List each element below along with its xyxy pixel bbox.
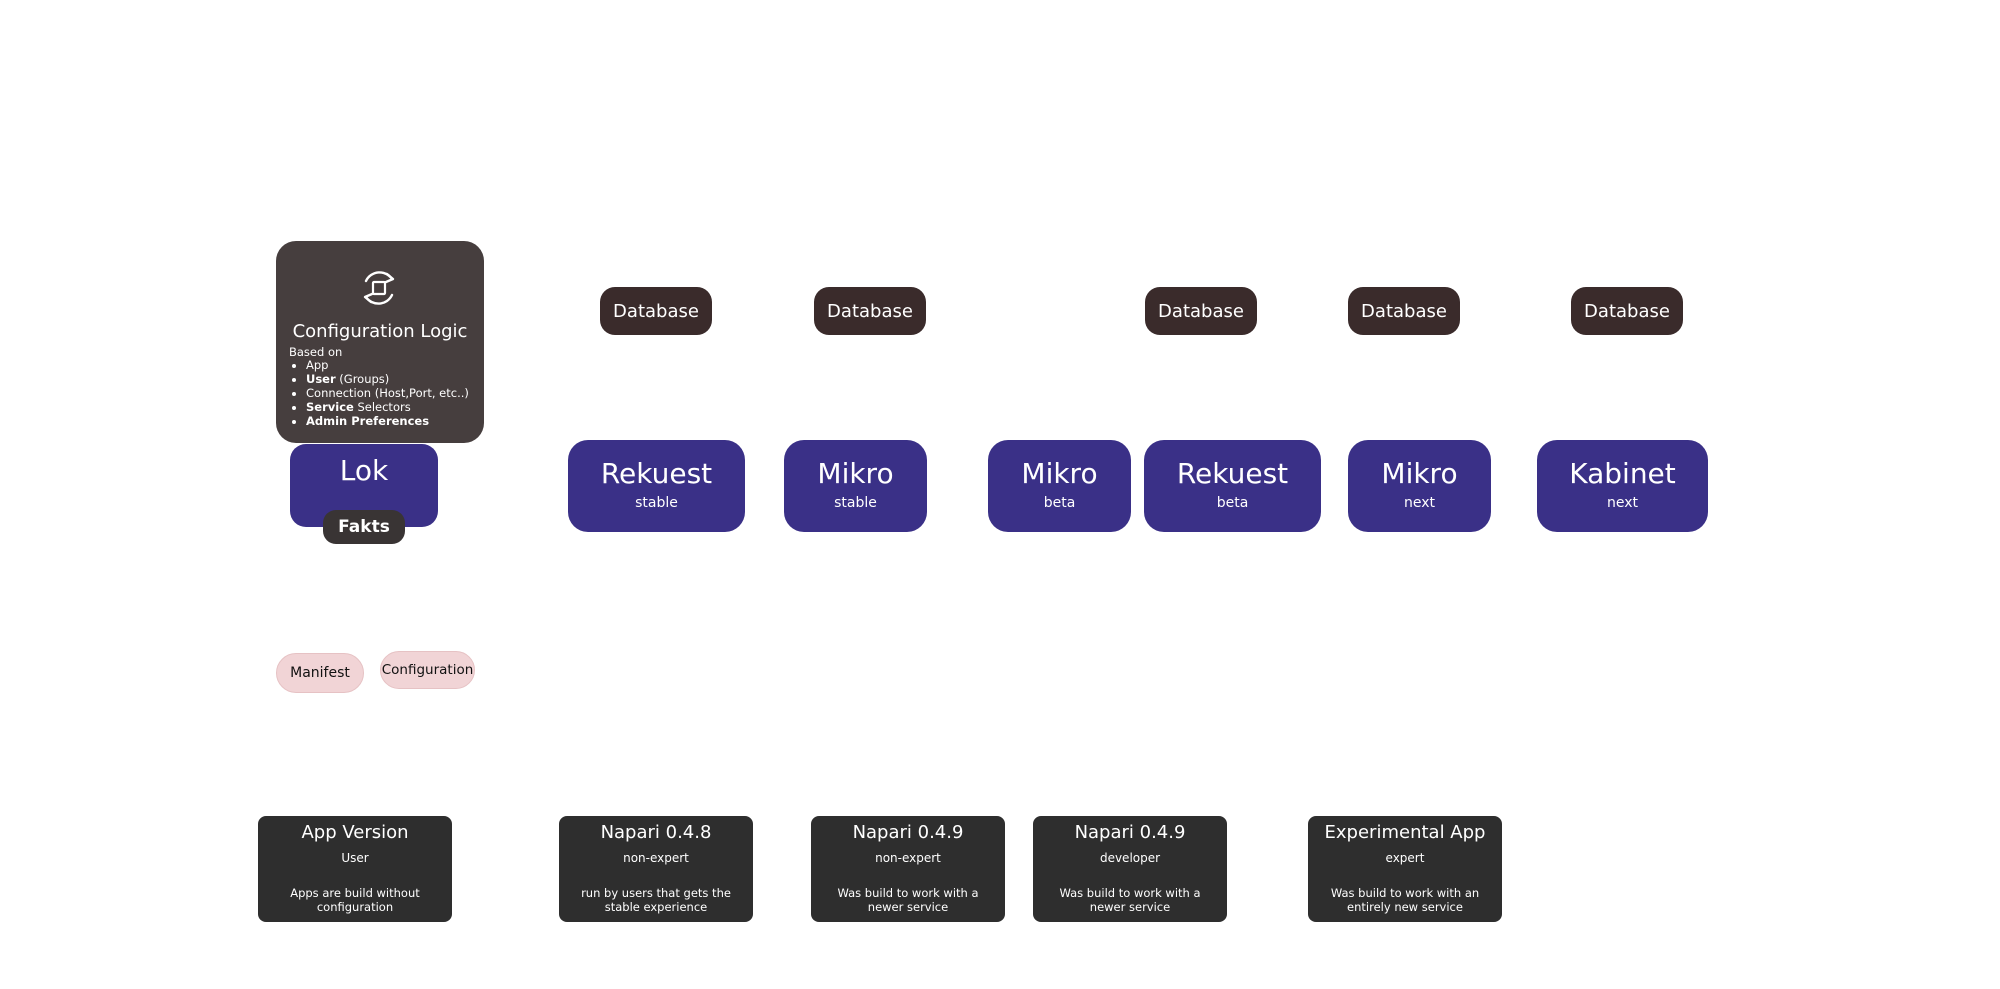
service-channel: next — [1403, 495, 1435, 511]
app-role: developer — [1099, 851, 1161, 865]
service-channel: beta — [1043, 495, 1076, 511]
app-card-experimental-app: Experimental App expert Was build to wor… — [1308, 816, 1502, 922]
service-channel: stable — [834, 495, 877, 511]
app-card-napari-049-nonexpert: Napari 0.4.9 non-expert Was build to wor… — [811, 816, 1005, 922]
database-node: Database — [1348, 287, 1460, 335]
service-name: Rekuest — [600, 457, 713, 490]
service-name: Mikro — [1381, 457, 1458, 490]
criteria-item: Connection (Host,Port, etc..) — [306, 386, 469, 400]
app-role: expert — [1385, 851, 1425, 865]
service-name: Kabinet — [1569, 457, 1676, 490]
app-description: Was build to work with an entirely new s… — [1330, 886, 1480, 914]
criteria-item: User (Groups) — [306, 372, 469, 386]
app-title: Napari 0.4.9 — [1074, 822, 1186, 843]
config-criteria-list: App User (Groups) Connection (Host,Port,… — [289, 358, 469, 428]
fakts-badge: Fakts — [323, 510, 405, 544]
lok-label: Lok — [339, 454, 389, 487]
app-title: Napari 0.4.8 — [600, 822, 712, 843]
manifest-pill: Manifest — [276, 653, 364, 693]
service-channel: stable — [635, 495, 678, 511]
app-role: non-expert — [623, 851, 689, 865]
configuration-logic-title: Configuration Logic — [292, 321, 468, 342]
app-description: Was build to work with a newer service — [1059, 886, 1201, 914]
app-role: non-expert — [875, 851, 941, 865]
service-node-mikro-stable: Mikro stable — [784, 440, 927, 532]
service-node-rekuest-stable: Rekuest stable — [568, 440, 745, 532]
service-node-mikro-next: Mikro next — [1348, 440, 1491, 532]
database-node: Database — [814, 287, 926, 335]
criteria-item: Service Selectors — [306, 400, 469, 414]
database-node: Database — [600, 287, 712, 335]
app-role: User — [341, 851, 369, 865]
database-node: Database — [1571, 287, 1683, 335]
app-card-app-version: App Version User Apps are build without … — [258, 816, 452, 922]
configuration-logic-card: Configuration Logic Based on App User (G… — [276, 241, 484, 443]
service-node-kabinet-next: Kabinet next — [1537, 440, 1708, 532]
service-node-rekuest-beta: Rekuest beta — [1144, 440, 1321, 532]
service-name: Mikro — [1021, 457, 1098, 490]
service-node-mikro-beta: Mikro beta — [988, 440, 1131, 532]
app-card-napari-048: Napari 0.4.8 non-expert run by users tha… — [559, 816, 753, 922]
configuration-pill: Configuration — [380, 651, 475, 689]
app-description: Was build to work with a newer service — [837, 886, 979, 914]
service-channel: beta — [1216, 495, 1249, 511]
criteria-item: App — [306, 358, 469, 372]
app-description: run by users that gets the stable experi… — [581, 886, 731, 914]
service-name: Rekuest — [1176, 457, 1289, 490]
app-description: Apps are build without configuration — [290, 886, 420, 914]
app-title: Experimental App — [1324, 822, 1486, 843]
app-title: App Version — [301, 822, 409, 843]
based-on-label: Based on — [289, 345, 343, 359]
app-title: Napari 0.4.9 — [852, 822, 964, 843]
app-card-napari-049-developer: Napari 0.4.9 developer Was build to work… — [1033, 816, 1227, 922]
criteria-item: Admin Preferences — [306, 414, 469, 428]
sync-refresh-icon — [363, 271, 395, 305]
database-node: Database — [1145, 287, 1257, 335]
service-name: Mikro — [817, 457, 894, 490]
service-channel: next — [1606, 495, 1638, 511]
